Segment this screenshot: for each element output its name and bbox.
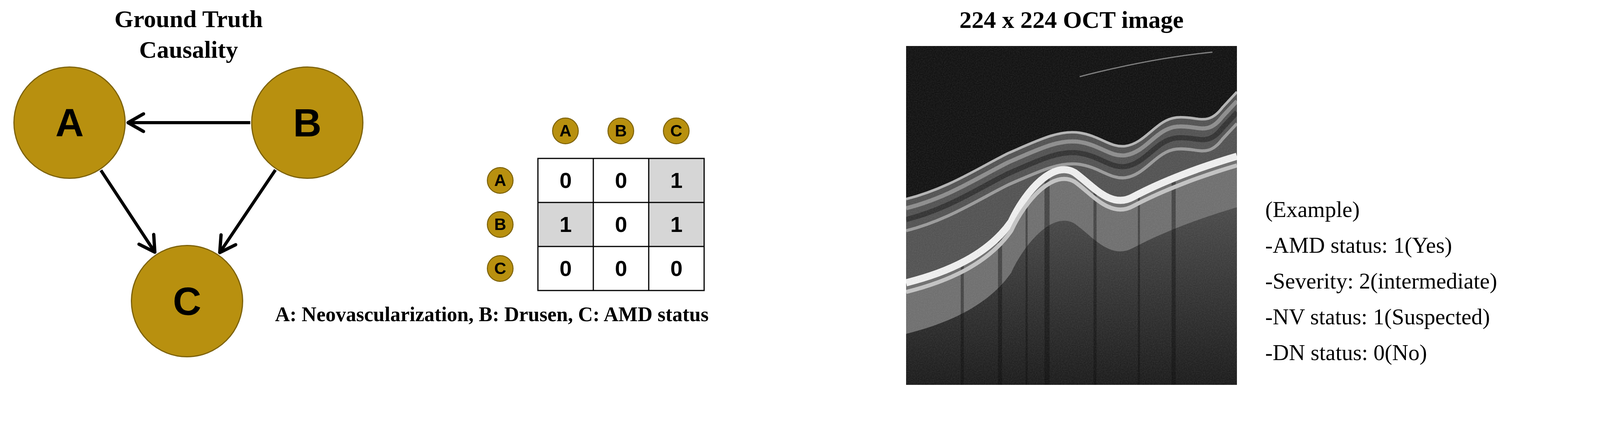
node-letter: B	[293, 102, 322, 143]
example-heading: (Example)	[1265, 196, 1360, 223]
node-letter: C	[172, 281, 202, 321]
causal-node-circle: C	[130, 244, 244, 358]
adjacency-matrix-grid	[537, 158, 705, 291]
node-letter: C	[494, 260, 507, 277]
matrix-cell-value: 0	[593, 202, 649, 247]
example-line: -AMD status: 1(Yes)	[1265, 232, 1453, 259]
circle-shape	[131, 245, 243, 357]
causal-arrow	[100, 170, 155, 252]
circle-shape	[487, 167, 514, 194]
edge-group	[100, 122, 276, 253]
node-letter: A	[494, 172, 507, 189]
matrix-cell-value: 0	[537, 158, 594, 203]
example-line: -DN status: 0(No)	[1265, 339, 1428, 366]
matrix-row-circle: A	[486, 166, 514, 194]
node-letter: C	[670, 122, 683, 140]
causal-arrow	[219, 169, 276, 253]
matrix-cell-value: 0	[593, 246, 649, 291]
circle-shape	[663, 117, 690, 144]
circle-shape	[14, 67, 126, 179]
speckle-noise	[906, 45, 1237, 385]
grid-border	[537, 158, 705, 291]
grid-line	[592, 158, 595, 291]
oct-scan-image	[906, 45, 1237, 434]
matrix-cell-value: 1	[537, 202, 594, 247]
vitreous-background	[906, 45, 1237, 385]
grid-line	[537, 245, 705, 248]
node-letter: A	[559, 122, 572, 140]
causal-node-circle: A	[13, 66, 126, 179]
matrix-column-circle: C	[662, 117, 690, 145]
shaded-cell	[537, 202, 594, 247]
matrix-cell-value: 1	[648, 202, 705, 247]
circle-shape	[552, 117, 579, 144]
node-letter: B	[494, 216, 507, 233]
matrix-column-circle: B	[607, 117, 635, 145]
panel-title: 224 x 224 OCT image	[914, 5, 1229, 34]
example-line: -NV status: 1(Suspected)	[1265, 303, 1490, 330]
causal-node-circle: B	[251, 66, 364, 179]
node-letter: A	[55, 102, 84, 143]
matrix-row-circle: C	[486, 255, 514, 282]
matrix-row-circle: B	[486, 211, 514, 238]
example-line: -Severity: 2(intermediate)	[1265, 267, 1498, 294]
matrix-cell-value: 1	[648, 158, 705, 203]
matrix-column-circle: A	[552, 117, 579, 145]
circle-shape	[487, 211, 514, 238]
circle-shape	[607, 117, 634, 144]
shaded-cell	[648, 202, 705, 247]
panel-title: Ground Truth Causality	[106, 3, 272, 65]
circle-shape	[487, 255, 514, 282]
matrix-cell-value: 0	[648, 246, 705, 291]
node-letter: B	[614, 122, 627, 140]
shaded-cell	[648, 158, 705, 203]
grid-line	[537, 201, 705, 204]
node-key-caption: A: Neovascularization, B: Drusen, C: AMD…	[275, 302, 709, 327]
grid-line	[648, 158, 650, 291]
matrix-cell-value: 0	[537, 246, 594, 291]
matrix-cell-value: 0	[593, 158, 649, 203]
circle-shape	[251, 67, 364, 179]
causal-arrow	[128, 121, 251, 125]
